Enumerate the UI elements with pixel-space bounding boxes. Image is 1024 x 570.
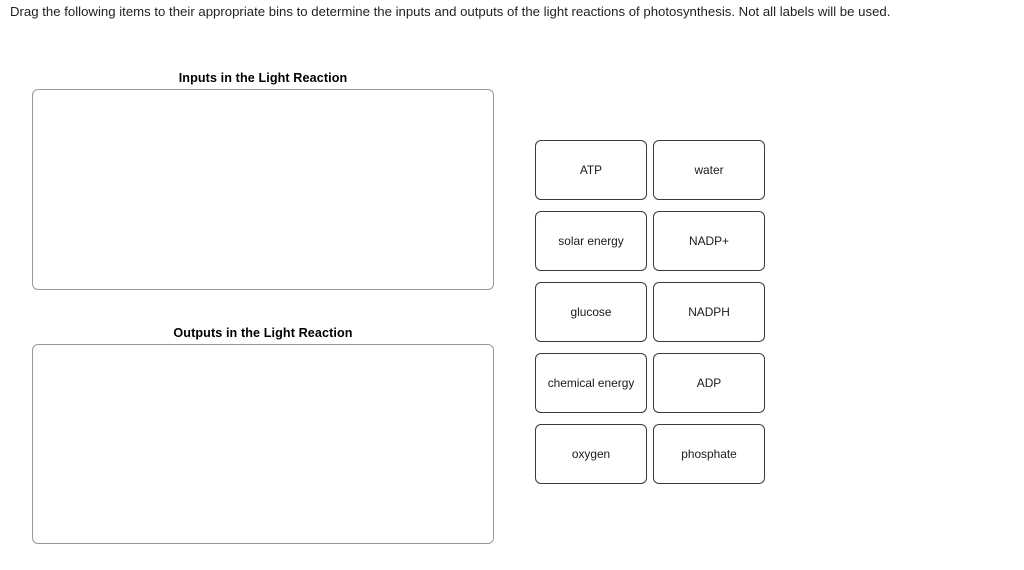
drop-bin-inputs[interactable] bbox=[32, 89, 494, 290]
draggable-tile[interactable]: phosphate bbox=[653, 424, 765, 484]
bin-group-outputs: Outputs in the Light Reaction bbox=[32, 326, 494, 544]
draggable-tile[interactable]: NADP+ bbox=[653, 211, 765, 271]
draggable-tile[interactable]: chemical energy bbox=[535, 353, 647, 413]
draggable-tile[interactable]: oxygen bbox=[535, 424, 647, 484]
draggable-tile[interactable]: solar energy bbox=[535, 211, 647, 271]
drop-bin-outputs[interactable] bbox=[32, 344, 494, 544]
label-tray: ATP water solar energy NADP+ glucose NAD… bbox=[535, 140, 765, 484]
draggable-tile[interactable]: ATP bbox=[535, 140, 647, 200]
instruction-text: Drag the following items to their approp… bbox=[10, 4, 891, 19]
bin-group-inputs: Inputs in the Light Reaction bbox=[32, 71, 494, 290]
draggable-tile[interactable]: ADP bbox=[653, 353, 765, 413]
bin-label-outputs: Outputs in the Light Reaction bbox=[173, 326, 353, 340]
bin-label-inputs: Inputs in the Light Reaction bbox=[178, 71, 348, 85]
draggable-tile[interactable]: glucose bbox=[535, 282, 647, 342]
draggable-tile[interactable]: water bbox=[653, 140, 765, 200]
draggable-tile[interactable]: NADPH bbox=[653, 282, 765, 342]
